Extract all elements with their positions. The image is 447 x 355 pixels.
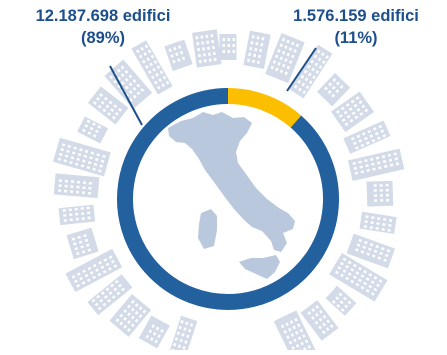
leader-line-right xyxy=(286,47,317,92)
building-icon xyxy=(52,137,111,177)
italy-peninsula-shape xyxy=(168,112,295,252)
building-icon xyxy=(219,34,237,60)
building-icon xyxy=(330,91,375,133)
building-icon xyxy=(87,274,133,316)
label-segment-1: 12.187.698 edifici (89%) xyxy=(8,5,198,49)
building-icon xyxy=(138,315,170,349)
building-icon xyxy=(66,227,99,260)
building-icon xyxy=(65,248,123,293)
building-icon xyxy=(346,233,396,269)
building-icon xyxy=(329,252,388,302)
label-segment-1-count: 12.187.698 edifici xyxy=(35,7,171,25)
label-segment-2-percent: (11%) xyxy=(334,29,378,47)
buildings-ring-icon xyxy=(52,29,405,355)
donut-segment-2 xyxy=(227,88,302,128)
italy-map-icon xyxy=(168,112,295,279)
building-icon xyxy=(131,40,173,95)
building-icon xyxy=(289,44,333,99)
building-icon xyxy=(53,173,100,199)
building-icon xyxy=(77,116,109,144)
donut-segment-1 xyxy=(117,88,339,310)
building-icon xyxy=(109,293,152,337)
building-icon xyxy=(300,300,339,341)
label-segment-2: 1.576.159 edifici (11%) xyxy=(268,5,444,49)
building-icon xyxy=(347,148,405,181)
building-icon xyxy=(366,180,394,207)
sardinia-shape xyxy=(198,209,217,249)
sicily-shape xyxy=(239,255,280,279)
label-segment-2-count: 1.576.159 edifici xyxy=(293,7,419,25)
building-icon xyxy=(359,211,397,234)
building-icon xyxy=(104,59,153,110)
building-icon xyxy=(58,204,96,226)
building-icon xyxy=(87,86,129,125)
building-icon xyxy=(317,73,351,107)
label-segment-1-percent: (89%) xyxy=(80,29,125,47)
building-icon xyxy=(164,39,193,72)
leader-line-left xyxy=(109,65,143,126)
building-icon xyxy=(243,30,271,69)
building-icon xyxy=(191,29,222,68)
building-icon xyxy=(343,120,391,154)
building-icon xyxy=(164,315,198,355)
building-icon xyxy=(325,285,357,316)
building-icon xyxy=(265,33,305,84)
